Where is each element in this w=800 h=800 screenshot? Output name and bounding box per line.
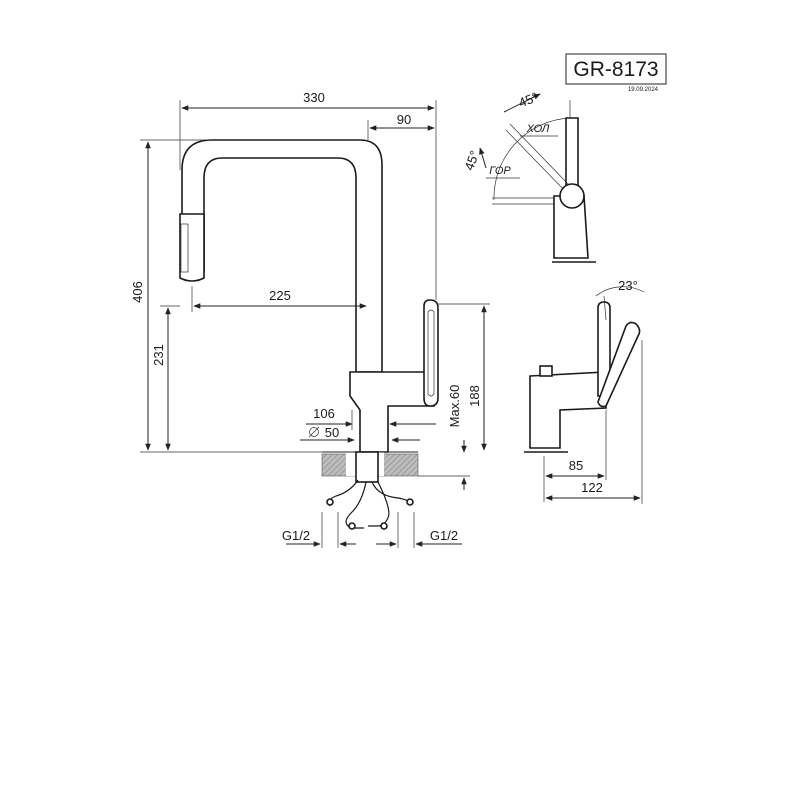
mounting-shank — [355, 451, 379, 483]
dim-body-height: 188 — [467, 385, 482, 407]
supply-hose-right — [368, 481, 411, 527]
pullout-spray-head — [179, 213, 205, 282]
dim-spout-height: 231 — [151, 344, 166, 366]
front-dimensions: 330 90 406 231 225 188 Max.60 106 — [130, 90, 490, 548]
diameter-icon — [309, 427, 319, 437]
label-cold: ХОЛ — [526, 123, 550, 135]
dim-inlet-right: G1/2 — [430, 528, 458, 543]
dim-overall-height: 406 — [130, 281, 145, 303]
dim-body-depth: 106 — [313, 406, 335, 421]
dim-side-total: 122 — [581, 480, 603, 495]
side-lever-tilted — [597, 321, 641, 408]
dim-side-depth: 85 — [569, 458, 583, 473]
drawing-date: 19.09.2024 — [628, 87, 659, 93]
dim-overall-width: 330 — [303, 90, 325, 105]
faucet-front-view — [179, 139, 439, 530]
lever-pivot — [559, 183, 585, 209]
lever-rotation-view: 45° 45° ХОЛ ГОР — [461, 89, 596, 263]
label-hot: ГОР — [489, 165, 511, 177]
dim-spout-offset: 90 — [397, 112, 411, 127]
supply-hose-left — [328, 479, 367, 529]
dim-max-countertop: Max.60 — [447, 385, 462, 428]
angle-tilt: 23° — [618, 278, 638, 293]
side-body — [529, 371, 607, 449]
title-block: GR-8173 19.09.2024 — [565, 53, 667, 93]
model-number: GR-8173 — [573, 58, 658, 81]
dim-spout-reach: 225 — [269, 288, 291, 303]
side-lever — [423, 299, 439, 407]
dim-hole-diameter: 50 — [325, 425, 339, 440]
spray-head-face — [180, 223, 189, 273]
faucet-side-view: 23° 85 122 — [524, 278, 645, 504]
dim-inlet-left: G1/2 — [282, 528, 310, 543]
angle-cold: 45° — [516, 89, 540, 110]
angle-hot: 45° — [461, 149, 482, 173]
spout-tube — [181, 139, 383, 373]
